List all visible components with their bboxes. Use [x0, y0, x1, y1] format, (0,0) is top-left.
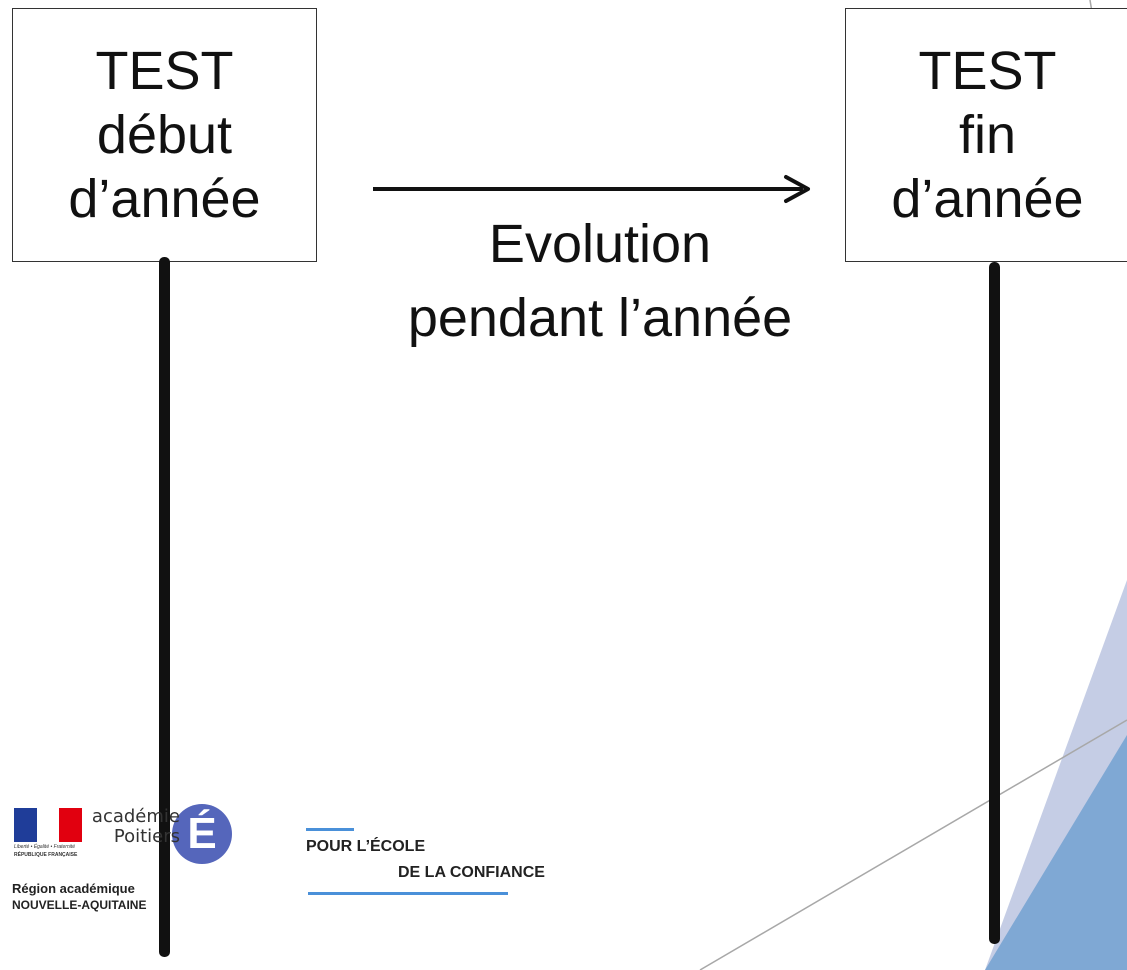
- republique-francaise-logo: Liberté • Égalité • Fraternité RÉPUBLIQU…: [14, 808, 104, 864]
- decor-line-bottom: [699, 719, 1127, 970]
- evolution-arrow: [373, 175, 810, 203]
- start-test-line1: TEST: [95, 41, 234, 101]
- ecole-bar-top: [306, 828, 354, 831]
- decor-triangle-dark: [985, 735, 1127, 970]
- academie-e-icon: É: [172, 804, 232, 864]
- start-test-box: TEST début d’année: [12, 8, 317, 262]
- end-timeline-bar: [989, 262, 1000, 944]
- start-timeline-bar: [159, 257, 170, 957]
- end-test-line3: d’année: [891, 169, 1084, 229]
- republique-name: RÉPUBLIQUE FRANÇAISE: [14, 852, 78, 858]
- evolution-label: Evolution pendant l’année: [330, 207, 870, 355]
- evolution-line2: pendant l’année: [407, 288, 793, 348]
- academie-city: Poitiers: [113, 826, 180, 847]
- ecole-confiance-logo: POUR L’ÉCOLE DE LA CONFIANCE: [306, 828, 545, 898]
- ecole-line2: DE LA CONFIANCE: [398, 864, 545, 881]
- end-test-line1: TEST: [918, 41, 1057, 101]
- region-line1: Région académique: [12, 881, 135, 896]
- ecole-line1: POUR L’ÉCOLE: [306, 838, 426, 855]
- end-test-box: TEST fin d’année: [845, 8, 1127, 262]
- start-test-line2: début: [96, 105, 233, 165]
- start-test-line3: d’année: [68, 169, 261, 229]
- evolution-line1: Evolution: [488, 214, 712, 274]
- academie-word: académie: [91, 806, 180, 827]
- ecole-bar-bottom: [308, 892, 508, 895]
- end-test-line2: fin: [958, 105, 1017, 165]
- region-academique-label: Région académique NOUVELLE-AQUITAINE: [12, 880, 146, 914]
- academie-poitiers-logo: É académie Poitiers: [92, 800, 236, 870]
- french-flag-icon: [14, 808, 83, 842]
- republique-motto: Liberté • Égalité • Fraternité: [14, 844, 76, 850]
- region-line2: NOUVELLE-AQUITAINE: [12, 898, 147, 912]
